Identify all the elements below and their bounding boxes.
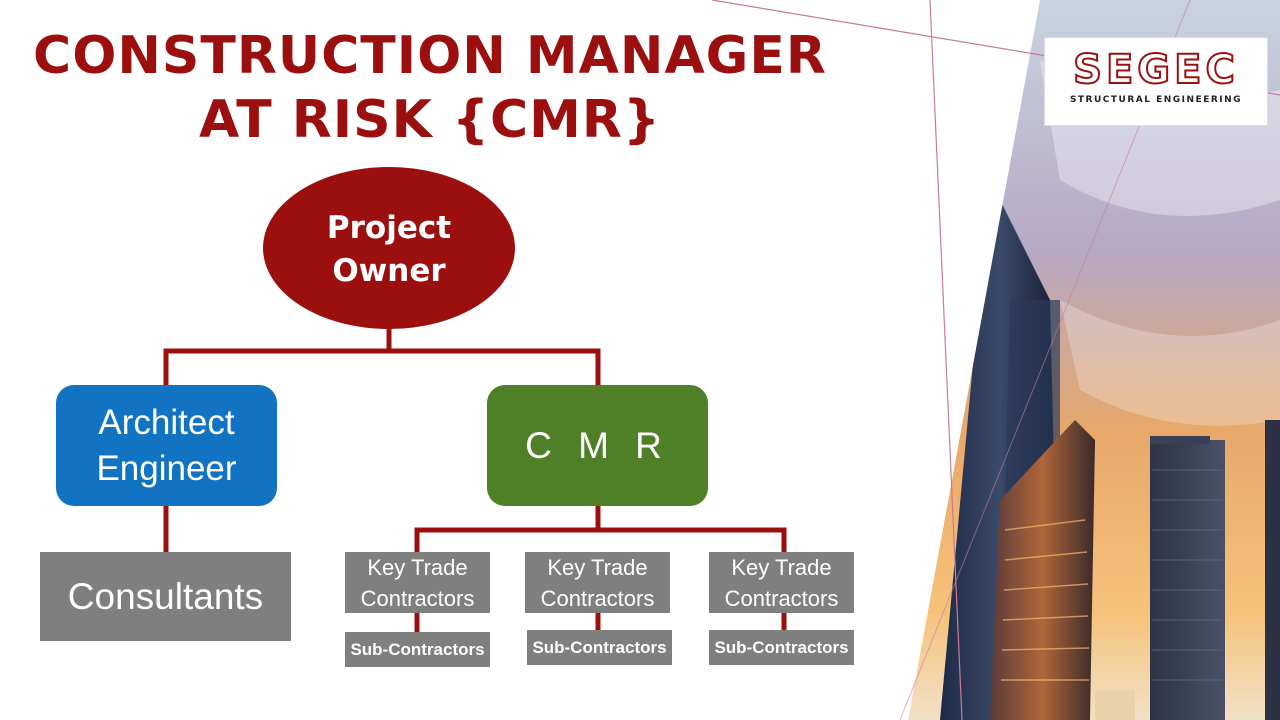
ktc-label-line-1: Key Trade	[725, 552, 839, 583]
cmr-node: C M R	[487, 385, 708, 506]
key-trade-contractors-node: Key Trade Contractors	[345, 552, 490, 613]
ktc-label-line-2: Contractors	[361, 583, 475, 614]
architect-engineer-node: Architect Engineer	[56, 385, 277, 506]
ktc-label-line-2: Contractors	[541, 583, 655, 614]
key-trade-contractors-node: Key Trade Contractors	[525, 552, 670, 613]
sub-contractors-node: Sub-Contractors	[345, 632, 490, 667]
architect-label-line-1: Architect	[96, 400, 236, 446]
ktc-label-line-2: Contractors	[725, 583, 839, 614]
project-owner-node: Project Owner	[263, 167, 515, 329]
architect-label-line-2: Engineer	[96, 446, 236, 492]
sub-contractors-node: Sub-Contractors	[709, 630, 854, 665]
sub-contractors-node: Sub-Contractors	[527, 630, 672, 665]
key-trade-contractors-node: Key Trade Contractors	[709, 552, 854, 613]
consultants-node: Consultants	[40, 552, 291, 641]
owner-label-line-2: Owner	[327, 250, 451, 293]
owner-label-line-1: Project	[327, 207, 451, 250]
ktc-label-line-1: Key Trade	[541, 552, 655, 583]
ktc-label-line-1: Key Trade	[361, 552, 475, 583]
